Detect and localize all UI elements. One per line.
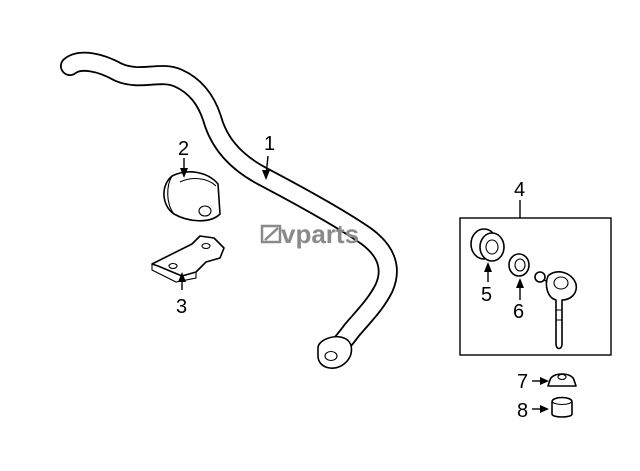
washer-part-6 <box>508 253 530 277</box>
callout-8: 8 <box>517 400 528 422</box>
watermark: vparts <box>260 219 359 249</box>
watermark-logo-icon <box>260 224 282 244</box>
bushing-part-8 <box>551 396 573 418</box>
kit-box-part-4 <box>459 217 612 356</box>
callout-4: 4 <box>514 179 525 201</box>
bushing-part-5 <box>470 228 505 262</box>
watermark-text: vparts <box>281 219 359 249</box>
callout-2: 2 <box>178 138 189 160</box>
stabilizer-bar <box>60 51 398 369</box>
bushing-part-2 <box>163 171 221 222</box>
stabilizer-link <box>534 271 578 350</box>
callout-6: 6 <box>513 301 524 323</box>
callout-1: 1 <box>264 133 275 155</box>
callout-3: 3 <box>176 296 187 318</box>
bracket-part-3 <box>151 235 225 283</box>
callout-5: 5 <box>481 284 492 306</box>
leader-lines <box>178 155 549 413</box>
callout-7: 7 <box>517 371 528 393</box>
cap-part-7 <box>547 373 577 387</box>
